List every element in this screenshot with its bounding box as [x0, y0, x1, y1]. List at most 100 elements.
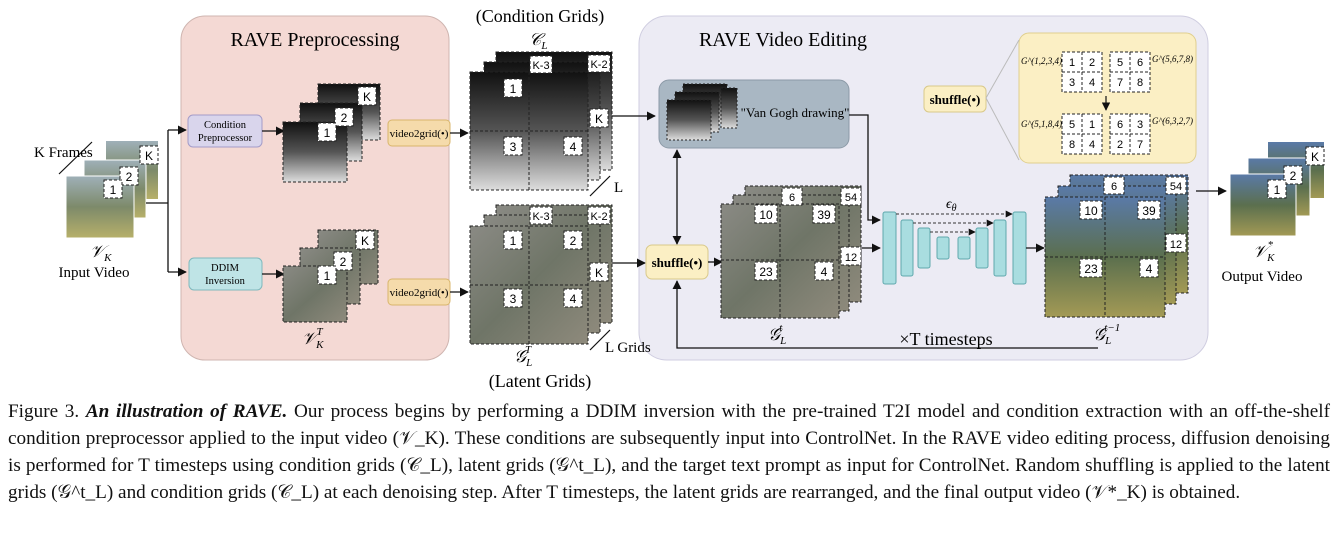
svg-text:K: K: [595, 112, 603, 126]
output-video-label: Output Video: [1222, 269, 1303, 285]
inset-label-bottom-right: G^(6,3,2,7): [1152, 116, 1193, 126]
svg-text:K-3: K-3: [532, 60, 549, 72]
svg-text:K: K: [1311, 150, 1319, 164]
condition-preprocessor-label-1: Condition: [204, 120, 247, 131]
figure-caption: Figure 3. An illustration of RAVE. Our p…: [8, 398, 1330, 506]
svg-text:1: 1: [1089, 119, 1095, 131]
input-branch-arrows: [146, 125, 187, 277]
svg-text:6: 6: [1117, 119, 1123, 131]
svg-text:2: 2: [341, 111, 348, 125]
svg-text:4: 4: [1089, 77, 1095, 89]
latent-grids-symbol: 𝒢LT: [514, 344, 532, 369]
svg-text:K: K: [595, 266, 603, 280]
output-video-symbol: 𝒱K*: [1253, 239, 1275, 264]
svg-text:4: 4: [570, 292, 577, 306]
epsilon-theta: ϵθ: [946, 197, 957, 214]
svg-text:K: K: [363, 90, 371, 104]
svg-text:K-2: K-2: [590, 59, 607, 71]
video2grid-label-latent: video2grid(•): [390, 287, 449, 299]
video2grid-label-condition: video2grid(•): [390, 128, 449, 140]
svg-text:1: 1: [510, 82, 517, 96]
svg-text:K-3: K-3: [532, 211, 549, 223]
svg-text:6: 6: [1111, 181, 1117, 193]
condition-frames-stack: K 2 1: [282, 83, 381, 183]
svg-text:23: 23: [759, 265, 773, 279]
svg-text:12: 12: [845, 252, 857, 264]
svg-text:7: 7: [1117, 77, 1123, 89]
latent-grids-title: (Latent Grids): [489, 371, 591, 392]
input-video-symbol: 𝒱K: [90, 242, 112, 264]
input-frame-2: 2: [126, 170, 133, 184]
condition-grids-symbol: 𝒞L: [529, 30, 548, 52]
editing-title: RAVE Video Editing: [699, 29, 867, 51]
preprocessing-title: RAVE Preprocessing: [230, 29, 399, 51]
mini-condition-grids: [666, 83, 738, 141]
latent-grid-count: L Grids: [605, 340, 651, 356]
svg-text:54: 54: [1170, 181, 1182, 193]
input-video-label: Input Video: [59, 265, 130, 281]
latent-grids-stack: K-3 K-2 1 2 K 3 4: [469, 204, 613, 351]
shuffled-grids-symbol: 𝒢Lt: [768, 322, 786, 347]
timestep-loop-arrow: [672, 280, 1098, 349]
svg-text:8: 8: [1137, 77, 1143, 89]
condition-grids-title: (Condition Grids): [476, 6, 605, 27]
svg-text:2: 2: [1117, 139, 1123, 151]
svg-text:5: 5: [1069, 119, 1075, 131]
svg-text:3: 3: [510, 292, 517, 306]
svg-text:4: 4: [570, 140, 577, 154]
condition-grid-count: L: [614, 180, 623, 196]
caption-body: Our process begins by performing a DDIM …: [8, 401, 1331, 503]
inset-label-top-left: G^(1,2,3,4): [1021, 56, 1062, 66]
svg-text:2: 2: [570, 234, 577, 248]
ddim-label-1: DDIM: [211, 263, 240, 274]
unet-denoiser: [882, 211, 1027, 285]
rave-diagram: RAVE Preprocessing RAVE Video Editing K …: [34, 6, 1325, 392]
latent-frames-symbol: 𝒱KT: [302, 326, 324, 351]
svg-text:K-2: K-2: [590, 211, 607, 223]
condition-preprocessor-label-2: Preprocessor: [198, 133, 253, 144]
svg-text:54: 54: [845, 192, 857, 204]
svg-text:5: 5: [1117, 57, 1123, 69]
shuffle-inset-grids: 1 2 3 4 5 6 7 8 5 1 8 4 6 3 2 7: [1061, 51, 1151, 155]
svg-text:10: 10: [759, 208, 773, 222]
ddim-label-2: Inversion: [205, 276, 245, 287]
svg-text:6: 6: [789, 192, 795, 204]
svg-text:12: 12: [1170, 239, 1182, 251]
timesteps-label: ×T timesteps: [899, 329, 992, 349]
svg-text:23: 23: [1084, 262, 1098, 276]
svg-text:4: 4: [1089, 139, 1095, 151]
svg-text:1: 1: [324, 269, 331, 283]
shuffle-inset-panel: [1018, 32, 1197, 164]
shuffled-latent-grids: 6 54 10 39 12 23 4: [720, 185, 862, 319]
svg-text:K: K: [361, 234, 369, 248]
figure-number: Figure 3.: [8, 401, 80, 422]
svg-text:6: 6: [1137, 57, 1143, 69]
k-frames-label: K Frames: [34, 145, 93, 161]
condition-grids-stack: K-3 K-2 1 K 3 4: [469, 51, 613, 197]
svg-text:1: 1: [1274, 183, 1281, 197]
shuffle-op-label: shuffle(•): [930, 92, 981, 107]
svg-text:7: 7: [1137, 139, 1143, 151]
svg-text:2: 2: [1290, 169, 1297, 183]
svg-text:8: 8: [1069, 139, 1075, 151]
svg-text:4: 4: [821, 265, 828, 279]
svg-text:39: 39: [1142, 204, 1156, 218]
svg-text:3: 3: [510, 140, 517, 154]
svg-text:1: 1: [1069, 57, 1075, 69]
svg-text:1: 1: [510, 234, 517, 248]
latent-frames-stack: K 2 1: [282, 229, 379, 323]
svg-text:10: 10: [1084, 204, 1098, 218]
svg-text:1: 1: [324, 126, 331, 140]
caption-lead: An illustration of RAVE.: [85, 401, 288, 422]
inset-label-top-right: G^(5,6,7,8): [1152, 54, 1193, 64]
inset-label-bottom-left: G^(5,1,8,4): [1021, 119, 1062, 129]
svg-text:4: 4: [1146, 262, 1153, 276]
text-prompt: "Van Gogh drawing": [741, 105, 850, 120]
svg-text:2: 2: [1089, 57, 1095, 69]
svg-text:3: 3: [1069, 77, 1075, 89]
svg-text:2: 2: [340, 255, 347, 269]
input-frame-1: 1: [110, 183, 117, 197]
output-latent-grids: 6 54 10 39 12 23 4: [1044, 174, 1189, 318]
shuffle-label: shuffle(•): [652, 255, 703, 270]
svg-text:39: 39: [817, 208, 831, 222]
